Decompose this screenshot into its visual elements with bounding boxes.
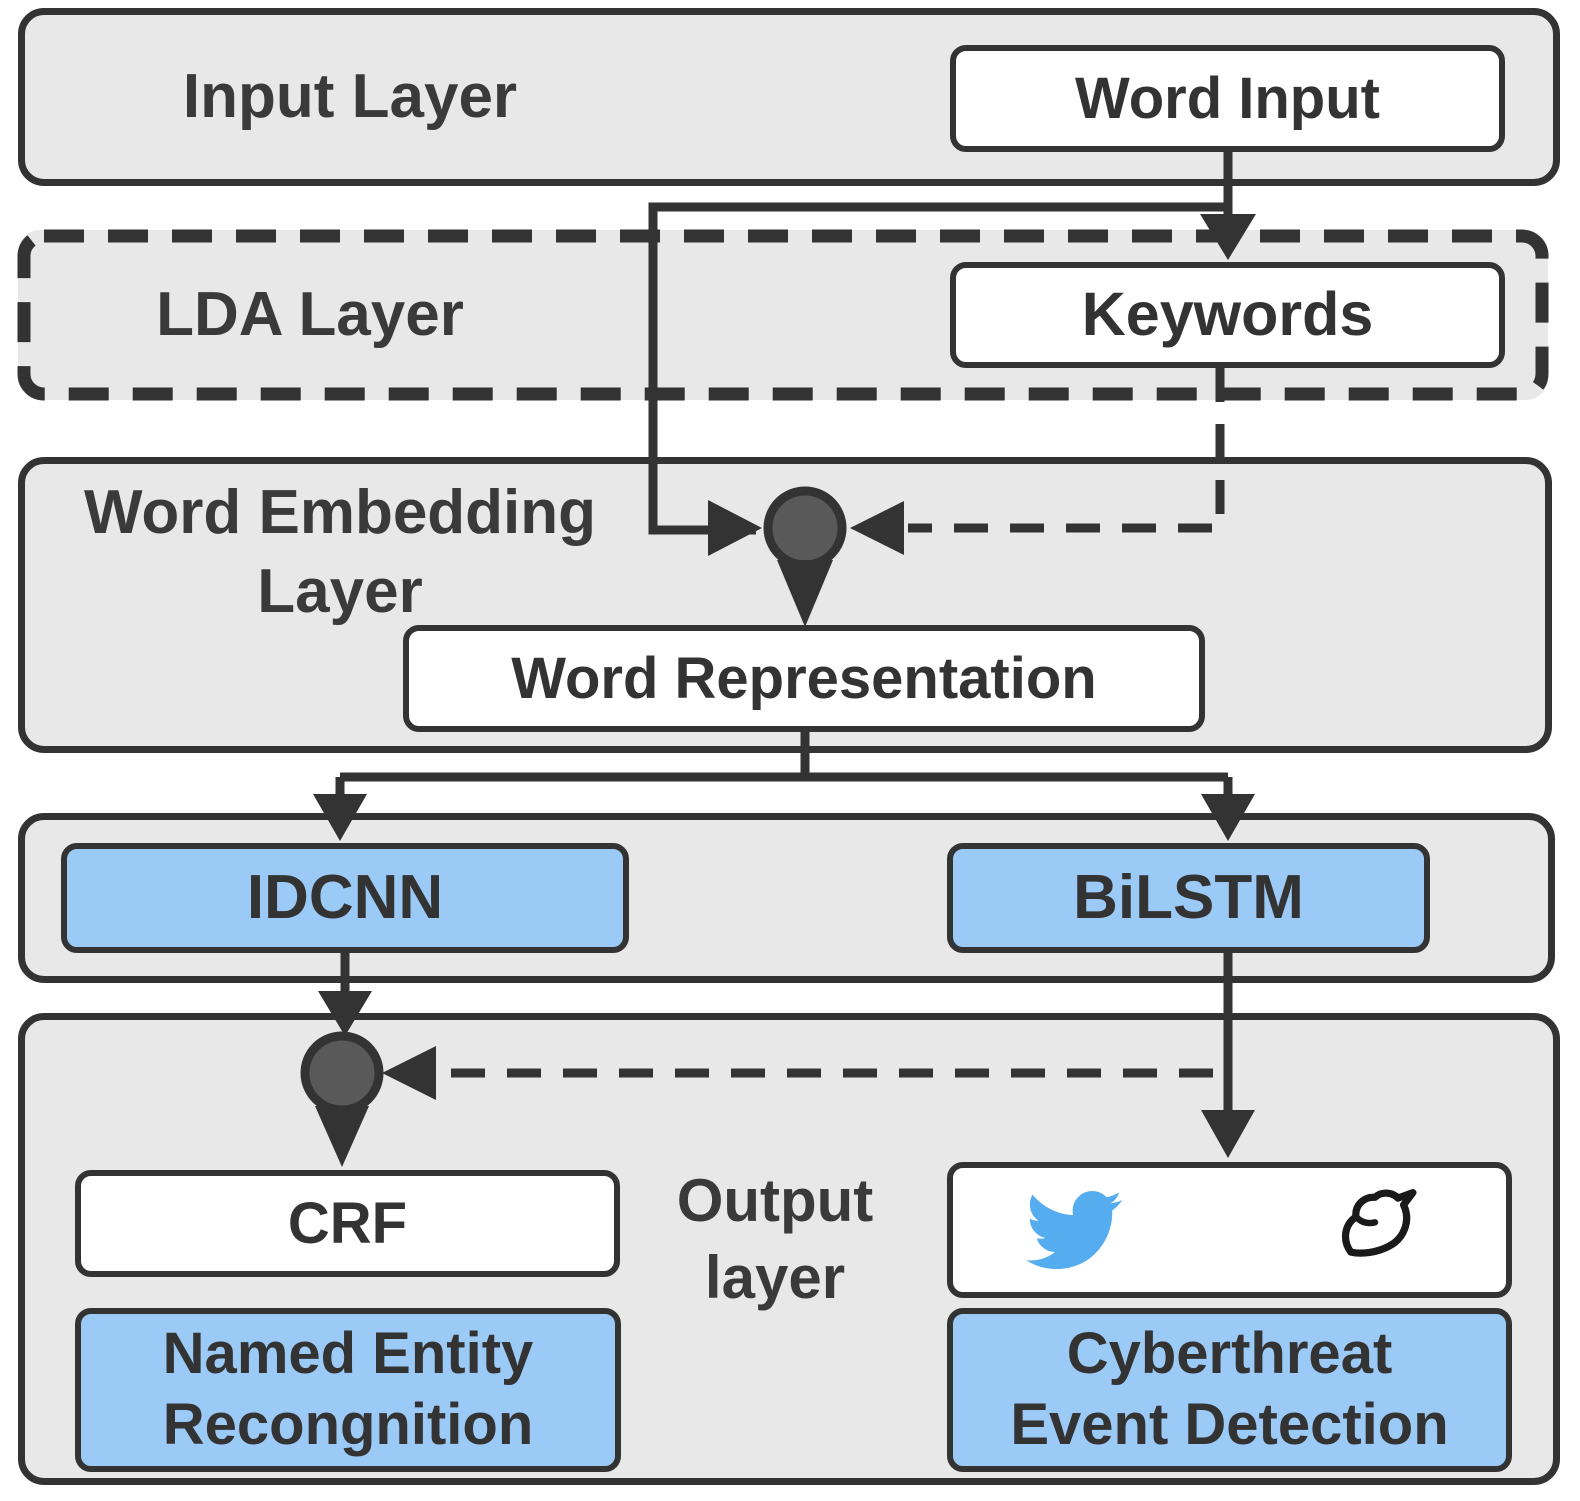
word-representation-label: Word Representation: [511, 645, 1097, 711]
crf-label: CRF: [287, 1190, 408, 1256]
twitter-bird-filled-icon: [1026, 1190, 1122, 1270]
output-layer-label: Output layer: [630, 1165, 920, 1315]
lda-layer-label-text: LDA Layer: [156, 280, 464, 350]
lda-layer-label: LDA Layer: [70, 230, 550, 400]
output-layer-label-text: Output layer: [676, 1167, 874, 1311]
word-representation-box: Word Representation: [403, 625, 1205, 732]
named-entity-recognition-box: Named Entity Recongnition: [75, 1308, 621, 1472]
twitter-output-box: [947, 1162, 1512, 1298]
twitter-bird-outline-icon: [1341, 1188, 1417, 1257]
input-layer-label-text: Input Layer: [182, 62, 518, 132]
word-input-label: Word Input: [1075, 65, 1380, 131]
keywords-label: Keywords: [1081, 280, 1374, 349]
named-entity-recognition-label: Named Entity Recongnition: [162, 1321, 534, 1457]
bilstm-label: BiLSTM: [1073, 862, 1304, 932]
input-layer-label: Input Layer: [70, 8, 630, 186]
idcnn-label: IDCNN: [246, 862, 444, 932]
crf-box: CRF: [75, 1170, 620, 1277]
word-embedding-layer-label-text: Word Embedding Layer: [83, 477, 597, 626]
word-embedding-layer-label: Word Embedding Layer: [20, 462, 660, 642]
bilstm-box: BiLSTM: [947, 843, 1430, 953]
cyberthreat-event-detection-label: Cyberthreat Event Detection: [1010, 1321, 1449, 1457]
idcnn-box: IDCNN: [61, 843, 629, 953]
keywords-box: Keywords: [950, 262, 1505, 368]
cyberthreat-event-detection-box: Cyberthreat Event Detection: [947, 1308, 1512, 1472]
word-input-box: Word Input: [950, 45, 1505, 152]
